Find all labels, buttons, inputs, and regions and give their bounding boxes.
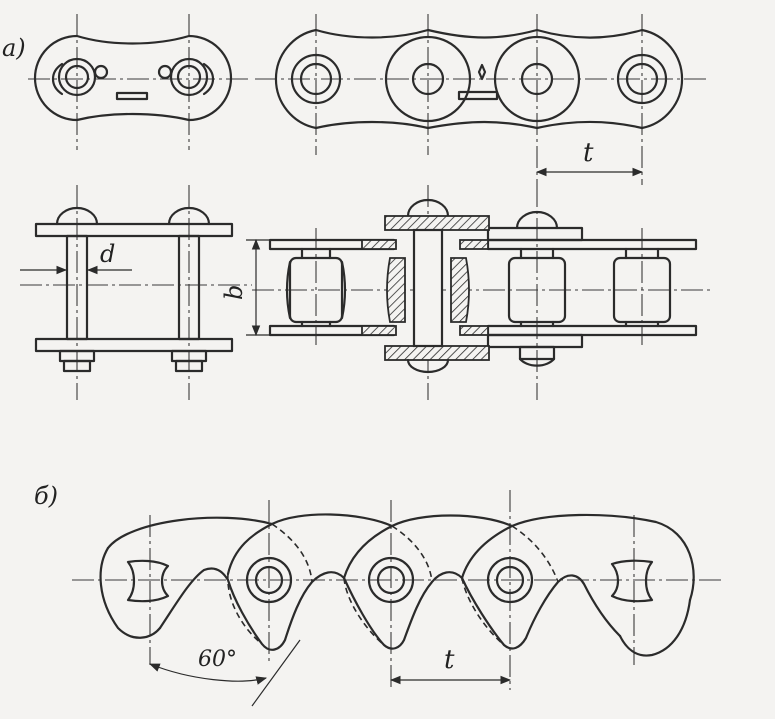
view-a-label: а) xyxy=(2,34,26,62)
view-b-label: б) xyxy=(34,482,58,510)
inner-width-label: b xyxy=(220,285,248,300)
connecting-link-side-view xyxy=(28,14,250,150)
pin-diameter-label: d xyxy=(100,240,115,268)
chain-side-view: t xyxy=(255,14,710,185)
pitch-label-bottom: t xyxy=(444,645,455,675)
toothed-chain-view: 60° t xyxy=(72,490,722,707)
angle-label: 60° xyxy=(198,647,237,672)
pitch-label-top: t xyxy=(583,138,594,168)
chain-plan-section-view: b xyxy=(220,185,712,400)
connecting-link-plan-view: d xyxy=(20,185,252,400)
